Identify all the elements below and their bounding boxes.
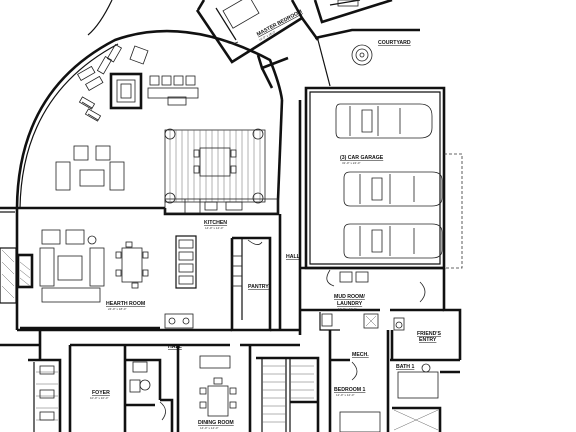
foyer-size: 10'-0" x 10'-0" [90, 396, 108, 400]
foyer-label: FOYER [92, 390, 110, 396]
pantry-label: PANTRY [248, 284, 269, 290]
courtyard [314, 28, 420, 87]
dining-room-label: DINING ROOM [198, 420, 234, 426]
bedroom-1-label: BEDROOM 1 [334, 387, 366, 393]
garage-label: (3) CAR GARAGE [340, 155, 384, 161]
hearth-room-furniture [39, 229, 149, 303]
stair-treads [262, 365, 314, 423]
car-2 [343, 171, 443, 207]
mech-label: MECH. [352, 352, 369, 358]
main-walls [0, 99, 302, 347]
laundry-label: LAUNDRY [337, 301, 363, 307]
garage [304, 86, 463, 270]
car-3 [343, 223, 443, 259]
mud-room-label: MUD ROOM/ [334, 294, 365, 300]
south-wing [28, 330, 460, 432]
kitchen-label: KITCHEN [204, 220, 227, 226]
outdoor-seating [55, 145, 125, 191]
front-porch-hatch [36, 365, 58, 421]
friends-entry-label: FRIEND'S [417, 331, 442, 337]
kitchen-size: 14'-0" x 14'-0" [205, 226, 223, 230]
friends-entry-label-2: ENTRY [419, 337, 437, 343]
bath-1-label: BATH 1 [396, 364, 414, 370]
mud-room-size: 12'-0" x 10'-0" [338, 307, 356, 311]
outdoor-fireplace [109, 72, 143, 110]
kitchen-fixtures [164, 198, 279, 329]
lounge-chairs [77, 44, 149, 122]
hall-south-label: HALL [168, 344, 183, 350]
garage-size: 31'-0" x 24'-0" [342, 161, 360, 165]
master-suite [195, 0, 393, 89]
west-window [0, 247, 17, 304]
mud-room-area [300, 266, 462, 360]
bath-tile [393, 409, 439, 431]
fireplace [16, 253, 34, 289]
outdoor-bar [147, 75, 199, 106]
bedroom-1-size: 12'-0" x 12'-0" [336, 393, 354, 397]
pergola [164, 128, 266, 204]
courtyard-label: COURTYARD [378, 40, 411, 46]
car-1 [335, 103, 433, 139]
hearth-room-label: HEARTH ROOM [106, 301, 145, 307]
hearth-room-size: 24'-0" x 18'-0" [108, 307, 126, 311]
patio-area [15, 0, 284, 209]
dining-room-size: 14'-0" x 14'-0" [200, 426, 218, 430]
hall-east-label: HALL [286, 254, 301, 260]
